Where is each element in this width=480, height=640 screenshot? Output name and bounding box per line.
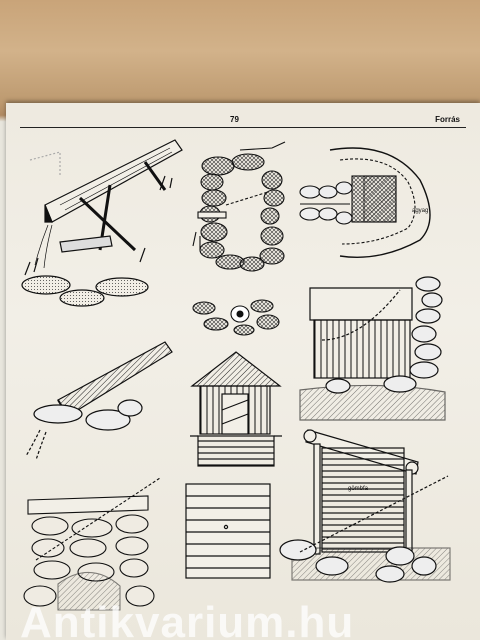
header-rule <box>20 127 466 128</box>
label-agyag: agyag <box>412 208 428 214</box>
page-header: 79 Forrás <box>20 115 466 128</box>
page-number: 79 <box>230 115 239 124</box>
spring-house-drawing <box>190 351 282 467</box>
log-trough-drawing <box>25 341 173 461</box>
log-trough-spring-drawing <box>21 139 183 307</box>
label-gombfa: gömbfa <box>348 486 369 492</box>
stone-ring-drawing <box>192 299 280 336</box>
running-head: Forrás <box>435 115 460 124</box>
covered-spring-drawing <box>299 276 446 421</box>
stone-spring-drawing <box>192 141 286 272</box>
log-roof-spring-drawing: gömbfa <box>279 429 451 583</box>
stone-wall-spring-drawing <box>23 477 161 611</box>
watermark: Antikvarium.hu <box>20 598 355 640</box>
wooden-door-drawing <box>185 483 271 579</box>
spring-plan-drawing: agyag <box>299 147 431 258</box>
